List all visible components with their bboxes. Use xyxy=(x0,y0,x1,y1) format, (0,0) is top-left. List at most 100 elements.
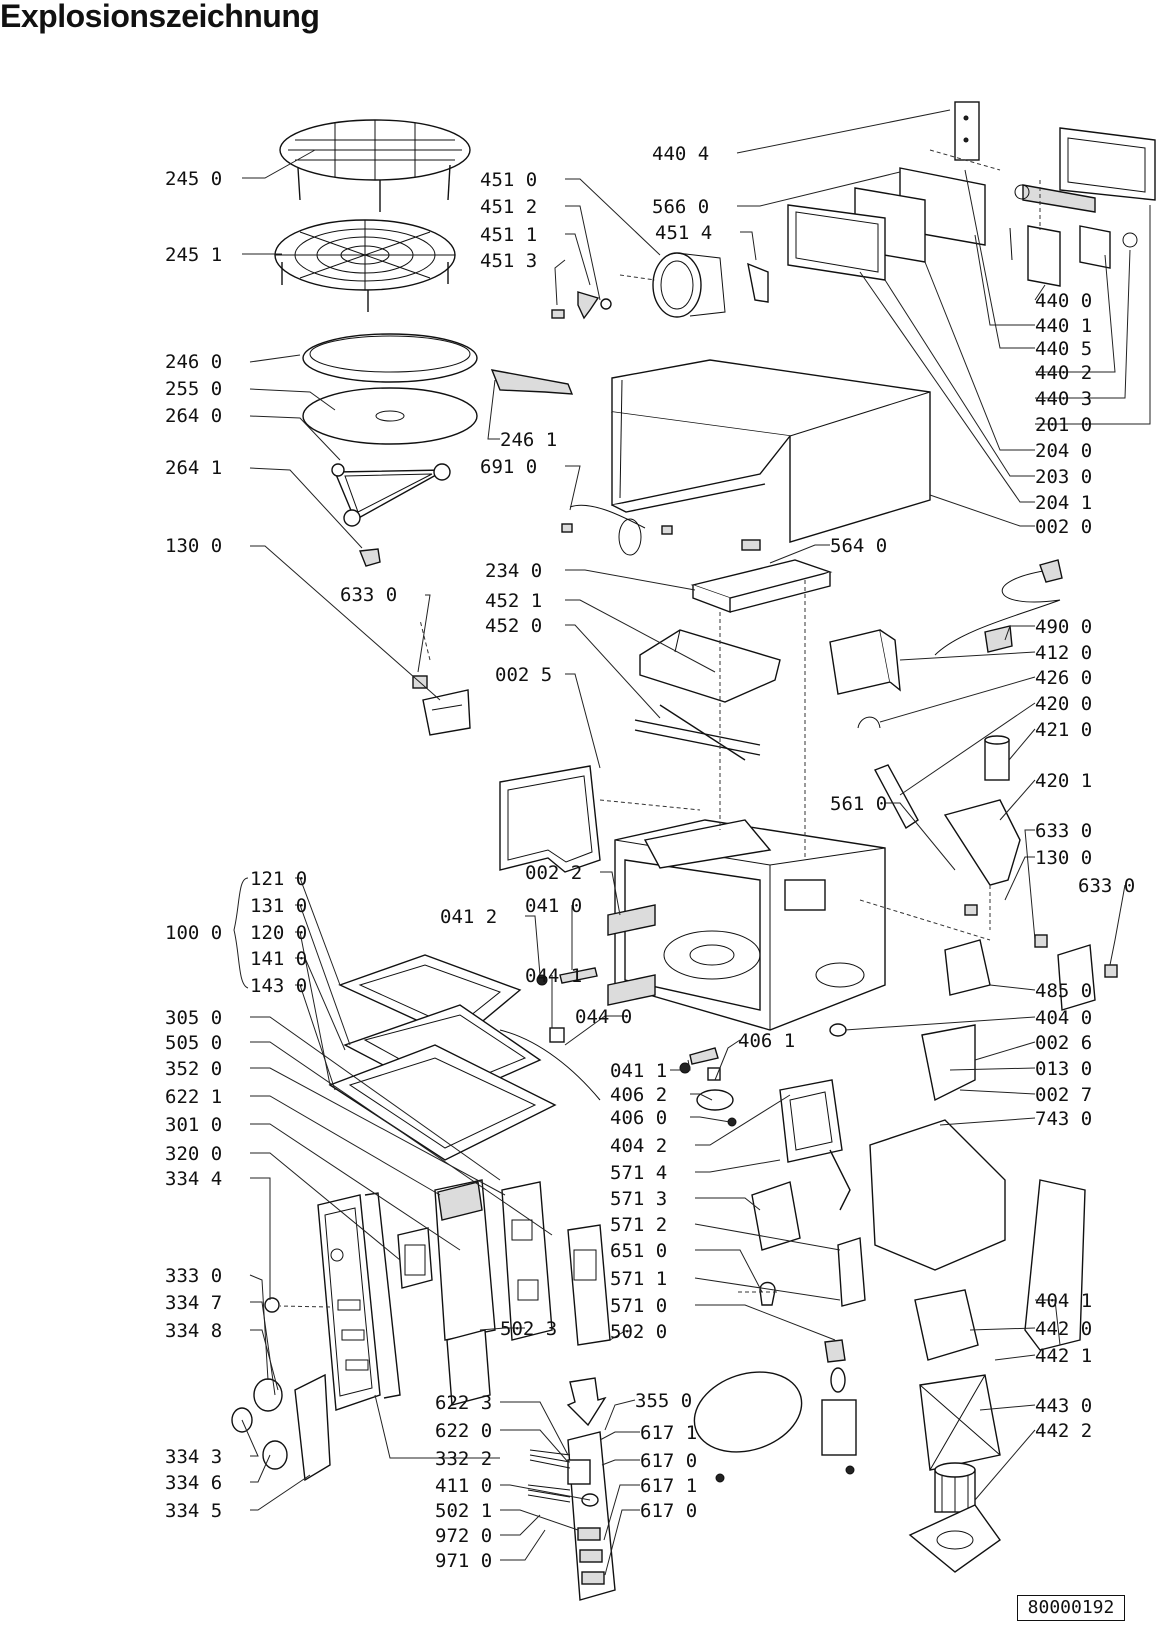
label-440-0: 440 0 xyxy=(1035,290,1092,312)
label-332-2: 332 2 xyxy=(435,1448,492,1470)
label-143-0: 143 0 xyxy=(250,975,307,997)
pcb-board xyxy=(527,1431,616,1601)
relay-block xyxy=(944,939,991,996)
door-assembly xyxy=(787,101,1156,287)
label-305-0: 305 0 xyxy=(165,1007,222,1029)
label-502-0: 502 0 xyxy=(610,1321,667,1343)
label-255-0: 255 0 xyxy=(165,378,222,400)
outer-casing xyxy=(611,359,931,543)
diode xyxy=(857,716,881,729)
air-duct xyxy=(751,1079,866,1307)
label-691-0: 691 0 xyxy=(480,456,537,478)
page-title: Explosionszeichnung xyxy=(0,0,320,34)
label-044-0: 044 0 xyxy=(575,1006,632,1028)
label-334-5: 334 5 xyxy=(165,1500,222,1522)
label-203-0: 203 0 xyxy=(1035,466,1092,488)
label-245-0: 245 0 xyxy=(165,168,222,190)
label-440-4: 440 4 xyxy=(652,143,709,165)
roller-ring xyxy=(331,463,451,527)
knob xyxy=(264,1297,280,1313)
label-264-0: 264 0 xyxy=(165,405,222,427)
label-442-0: 442 0 xyxy=(1035,1318,1092,1340)
label-245-1: 245 1 xyxy=(165,244,222,266)
label-002-6: 002 6 xyxy=(1035,1032,1092,1054)
label-100-0: 100 0 xyxy=(165,922,222,944)
motor-bracket xyxy=(914,1289,979,1361)
label-334-8: 334 8 xyxy=(165,1320,222,1342)
label-651-0: 651 0 xyxy=(610,1240,667,1262)
label-041-1: 041 1 xyxy=(610,1060,667,1082)
label-633-0-far-right: 633 0 xyxy=(1078,875,1135,897)
label-355-0: 355 0 xyxy=(635,1390,692,1412)
wedge-piece xyxy=(490,369,574,395)
hinge-parts xyxy=(536,967,719,1074)
label-505-0: 505 0 xyxy=(165,1032,222,1054)
label-426-0: 426 0 xyxy=(1035,667,1092,689)
label-406-0: 406 0 xyxy=(610,1107,667,1129)
label-502-1: 502 1 xyxy=(435,1500,492,1522)
turntable-motor xyxy=(696,1067,737,1127)
arrow-piece xyxy=(566,1377,607,1427)
lamp xyxy=(824,1339,846,1363)
label-301-0: 301 0 xyxy=(165,1114,222,1136)
label-622-1: 622 1 xyxy=(165,1086,222,1108)
door-frame-assembly xyxy=(328,954,601,1161)
label-264-1: 264 1 xyxy=(165,457,222,479)
cylinder-capacitor xyxy=(984,735,1010,781)
fan-wheel xyxy=(934,1462,976,1513)
mounting-bracket xyxy=(446,1329,491,1406)
label-406-2: 406 2 xyxy=(610,1084,667,1106)
label-622-3: 622 3 xyxy=(435,1392,492,1414)
label-633-0-right: 633 0 xyxy=(1035,820,1092,842)
power-cable xyxy=(934,559,1063,656)
label-131-0: 131 0 xyxy=(250,895,307,917)
label-442-1: 442 1 xyxy=(1035,1345,1092,1367)
label-420-1: 420 1 xyxy=(1035,770,1092,792)
top-plate xyxy=(690,539,833,614)
label-440-1: 440 1 xyxy=(1035,315,1092,337)
holder xyxy=(759,1281,776,1306)
foot xyxy=(829,1023,847,1037)
main-board xyxy=(501,1181,553,1341)
label-411-0: 411 0 xyxy=(435,1475,492,1497)
label-972-0: 972 0 xyxy=(435,1525,492,1547)
label-971-0: 971 0 xyxy=(435,1550,492,1572)
label-561-0: 561 0 xyxy=(830,793,887,815)
turntable-plate xyxy=(302,333,478,383)
stirrer-assembly xyxy=(551,252,769,320)
label-404-1: 404 1 xyxy=(1035,1290,1092,1312)
label-406-1: 406 1 xyxy=(738,1030,795,1052)
label-121-0: 121 0 xyxy=(250,868,307,890)
label-044-1: 044 1 xyxy=(525,965,582,987)
label-617-0-top: 617 0 xyxy=(640,1450,697,1472)
heating-rods xyxy=(634,704,761,761)
assembly-guides xyxy=(279,149,1041,1308)
label-622-0: 622 0 xyxy=(435,1420,492,1442)
label-571-3: 571 3 xyxy=(610,1188,667,1210)
label-421-0: 421 0 xyxy=(1035,719,1092,741)
label-141-0: 141 0 xyxy=(250,948,307,970)
label-246-1: 246 1 xyxy=(500,429,557,451)
label-013-0: 013 0 xyxy=(1035,1058,1092,1080)
label-120-0: 120 0 xyxy=(250,922,307,944)
label-502-3: 502 3 xyxy=(500,1318,557,1340)
label-440-3: 440 3 xyxy=(1035,388,1092,410)
ring-plate xyxy=(302,387,478,445)
label-451-4: 451 4 xyxy=(655,222,712,244)
label-443-0: 443 0 xyxy=(1035,1395,1092,1417)
label-451-2: 451 2 xyxy=(480,196,537,218)
fan-motor xyxy=(919,1374,1001,1471)
label-571-2: 571 2 xyxy=(610,1214,667,1236)
label-440-5: 440 5 xyxy=(1035,338,1092,360)
display-board xyxy=(397,1179,496,1341)
label-130-0: 130 0 xyxy=(165,535,222,557)
knob-assembly xyxy=(231,1373,331,1482)
label-334-7: 334 7 xyxy=(165,1292,222,1314)
label-204-1: 204 1 xyxy=(1035,492,1092,514)
transformer xyxy=(829,629,901,695)
label-571-1: 571 1 xyxy=(610,1268,667,1290)
cable-harness xyxy=(561,504,673,556)
label-320-0: 320 0 xyxy=(165,1143,222,1165)
switch-bracket-right xyxy=(964,904,1118,1011)
relay-board xyxy=(567,1224,611,1346)
